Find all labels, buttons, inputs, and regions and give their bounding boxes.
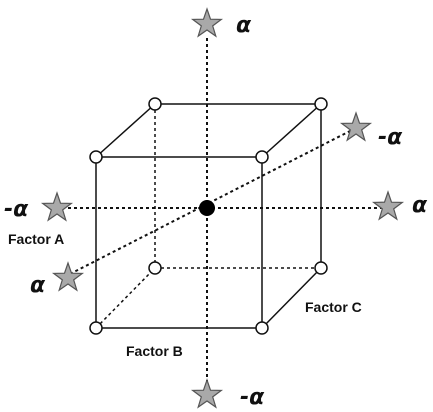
center-point bbox=[199, 200, 215, 216]
alpha-label-bottom: -α bbox=[240, 385, 265, 410]
cube-edge bbox=[261, 267, 322, 329]
factorial-point bbox=[255, 150, 269, 164]
alpha-label-left: -α bbox=[4, 197, 29, 222]
alpha-label-top: α bbox=[236, 13, 252, 38]
cube-edge bbox=[95, 103, 156, 158]
axial-star-point-lower-left bbox=[51, 261, 85, 292]
axial-star-point-left bbox=[40, 191, 74, 222]
factor-a-label: Factor A bbox=[8, 231, 64, 247]
factorial-point bbox=[255, 321, 269, 335]
alpha-label-upper-right: -α bbox=[378, 125, 403, 150]
factorial-point bbox=[89, 150, 103, 164]
axial-star-point-right bbox=[371, 190, 405, 221]
cube-edge bbox=[261, 103, 322, 158]
cube-hidden-edge bbox=[95, 267, 156, 329]
factor-b-label: Factor B bbox=[126, 343, 183, 359]
factorial-point bbox=[89, 321, 103, 335]
axial-star-point-top bbox=[190, 7, 224, 38]
factorial-point bbox=[148, 261, 162, 275]
alpha-label-lower-left: α bbox=[30, 273, 46, 298]
alpha-label-right: α bbox=[412, 193, 428, 218]
factor-c-label: Factor C bbox=[305, 299, 362, 315]
factorial-point bbox=[314, 261, 328, 275]
factorial-point bbox=[314, 97, 328, 111]
factorial-point bbox=[148, 97, 162, 111]
axial-star-point-upper-right bbox=[339, 111, 373, 142]
axial-star-point-bottom bbox=[190, 378, 224, 409]
